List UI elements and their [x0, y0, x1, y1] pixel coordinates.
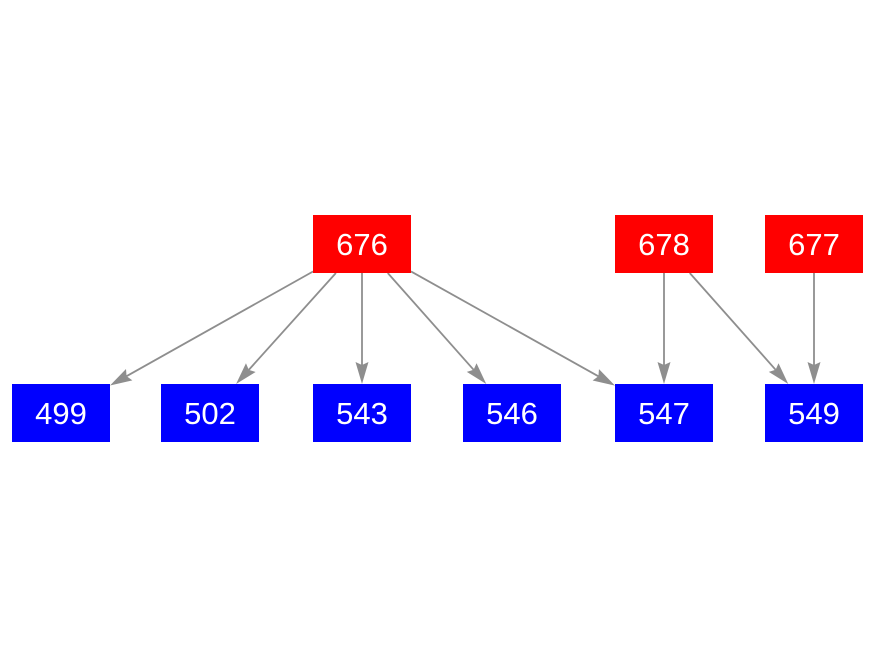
node-546: 546	[463, 384, 561, 442]
node-label-677: 677	[788, 227, 840, 262]
node-499: 499	[12, 384, 110, 442]
edge-line	[410, 270, 599, 378]
arrowhead-icon	[768, 363, 789, 384]
arrowhead-icon	[807, 362, 821, 384]
edge-line	[248, 272, 337, 371]
node-box-543	[313, 384, 411, 442]
arrowhead-icon	[355, 362, 369, 384]
node-label-678: 678	[638, 227, 690, 262]
node-549: 549	[765, 384, 863, 442]
edge-676-499	[110, 270, 314, 386]
node-676: 676	[313, 215, 411, 273]
node-box-547	[615, 384, 713, 442]
node-502: 502	[161, 384, 259, 442]
arrowhead-icon	[110, 369, 133, 386]
node-label-502: 502	[184, 396, 236, 431]
edge-line	[126, 270, 314, 377]
node-box-677	[765, 215, 863, 273]
edge-line	[387, 272, 475, 371]
edge-678-549	[689, 272, 789, 384]
node-box-549	[765, 384, 863, 442]
node-box-676	[313, 215, 411, 273]
arrowhead-icon	[592, 369, 615, 386]
node-678: 678	[615, 215, 713, 273]
node-label-499: 499	[35, 396, 87, 431]
node-label-546: 546	[486, 396, 538, 431]
node-547: 547	[615, 384, 713, 442]
edge-678-547	[657, 273, 671, 384]
edge-676-502	[236, 272, 337, 384]
edge-676-547	[410, 270, 615, 386]
arrowhead-icon	[236, 363, 256, 384]
edge-line	[689, 272, 777, 371]
edge-676-543	[355, 273, 369, 384]
node-box-678	[615, 215, 713, 273]
node-label-547: 547	[638, 396, 690, 431]
node-543: 543	[313, 384, 411, 442]
node-label-549: 549	[788, 396, 840, 431]
node-box-502	[161, 384, 259, 442]
arrowhead-icon	[466, 363, 487, 384]
node-label-676: 676	[336, 227, 388, 262]
edge-676-546	[387, 272, 487, 384]
node-label-543: 543	[336, 396, 388, 431]
edges-layer	[110, 270, 821, 386]
node-box-546	[463, 384, 561, 442]
node-box-499	[12, 384, 110, 442]
edge-677-549	[807, 273, 821, 384]
node-677: 677	[765, 215, 863, 273]
arrowhead-icon	[657, 362, 671, 384]
nodes-layer: 676 678 677 499 502 543 546 547 549	[12, 215, 863, 442]
